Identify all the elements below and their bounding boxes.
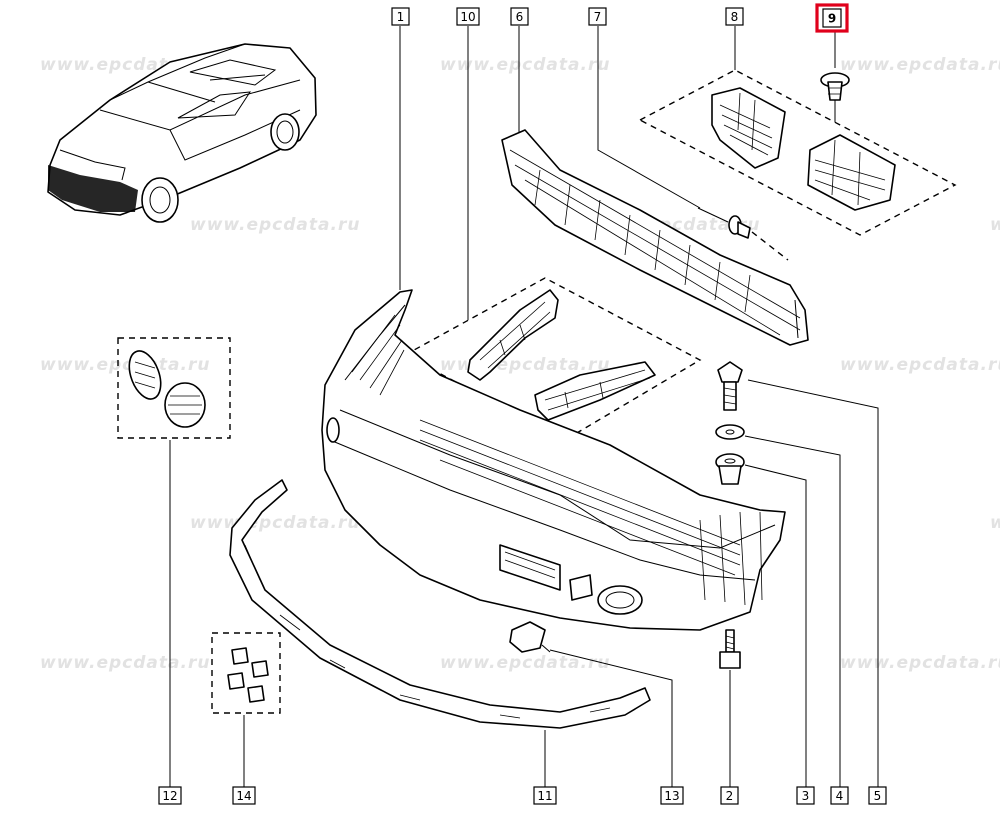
callout-8[interactable]: 8: [725, 7, 744, 26]
watermark: www.epcdata.ru: [440, 653, 610, 673]
callout-1[interactable]: 1: [391, 7, 410, 26]
part-6-absorber: [501, 129, 809, 346]
callout-6[interactable]: 6: [510, 7, 529, 26]
part-13-tow-cover: [509, 621, 551, 653]
part-4-washer: [715, 424, 745, 440]
part-1-bumper: [321, 289, 786, 631]
callout-label: 10: [460, 10, 475, 24]
watermark: www.epcdata.ru: [40, 355, 210, 375]
group-outline-14: [211, 632, 281, 714]
part-9-clip: [820, 72, 850, 122]
callout-14[interactable]: 14: [232, 786, 256, 805]
callout-label: 1: [397, 10, 405, 24]
part-11-spoiler: [229, 479, 651, 729]
car-thumbnail: [47, 43, 317, 223]
group-outline-12: [117, 337, 231, 439]
watermark: www.epcdata.ru: [440, 55, 610, 75]
part-3-nut: [715, 453, 745, 485]
watermark: www.epcdata.ru: [190, 513, 360, 533]
watermark: www.epcdata.ru: [40, 653, 210, 673]
callout-2[interactable]: 2: [720, 786, 739, 805]
callout-12[interactable]: 12: [158, 786, 182, 805]
watermark: www.epcdata.ru: [990, 513, 1000, 533]
watermark: www.epcdata.ru: [840, 653, 1000, 673]
callout-label: 8: [731, 10, 739, 24]
part-10-brackets: [467, 289, 656, 421]
callout-11[interactable]: 11: [533, 786, 557, 805]
callout-label: 7: [594, 10, 602, 24]
watermark: www.epcdata.ru: [990, 215, 1000, 235]
callout-label: 9: [828, 12, 836, 26]
callout-label: 5: [874, 789, 882, 803]
callout-7[interactable]: 7: [588, 7, 607, 26]
callout-label: 14: [236, 789, 251, 803]
callout-label: 3: [802, 789, 810, 803]
callout-label: 13: [664, 789, 679, 803]
callout-label: 12: [162, 789, 177, 803]
watermark: www.epcdata.ru: [190, 215, 360, 235]
group-outline-8: [638, 69, 957, 236]
part-9-bracket: [807, 134, 896, 211]
leader-lines: [169, 26, 879, 787]
part-5-bolt: [717, 361, 743, 411]
callout-9-highlighted[interactable]: 9: [815, 3, 849, 33]
callout-label: 11: [537, 789, 552, 803]
callout-label: 2: [726, 789, 734, 803]
callout-label: 6: [516, 10, 524, 24]
part-2-screw: [719, 629, 741, 669]
callout-4[interactable]: 4: [830, 786, 849, 805]
watermark: www.epcdata.ru: [840, 55, 1000, 75]
callout-10[interactable]: 10: [456, 7, 480, 26]
part-8-bracket: [711, 87, 786, 169]
callout-3[interactable]: 3: [796, 786, 815, 805]
callout-label: 4: [836, 789, 844, 803]
watermark: www.epcdata.ru: [840, 355, 1000, 375]
callout-5[interactable]: 5: [868, 786, 887, 805]
callout-13[interactable]: 13: [660, 786, 684, 805]
watermark: www.epcdata.ru: [440, 355, 610, 375]
part-7-rivet: [697, 207, 789, 261]
